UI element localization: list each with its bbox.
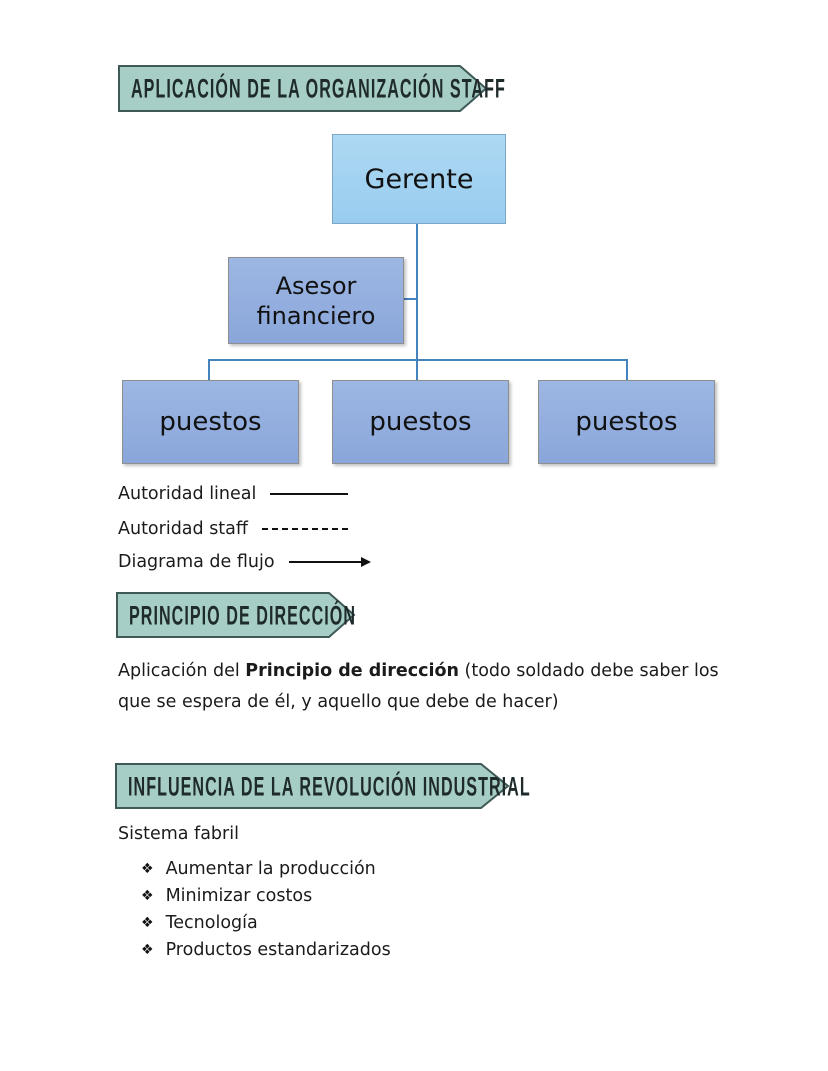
- legend-row-autoridad-staff: Autoridad staff: [118, 518, 348, 540]
- section-banner-industrial: INFLUENCIA DE LA REVOLUCIÓN INDUSTRIAL: [115, 763, 530, 809]
- banner-staff-title: APLICACIÓN DE LA ORGANIZACIÓN STAFF: [131, 72, 506, 104]
- legend-row-autoridad-lineal: Autoridad lineal: [118, 483, 349, 505]
- org-box-puestos-1-label: puestos: [159, 407, 262, 437]
- section-banner-direccion: PRINCIPIO DE DIRECCIÓN: [116, 592, 356, 638]
- org-box-puestos-2-label: puestos: [369, 407, 472, 437]
- direccion-paragraph-suffix: (todo soldado debe saber los que se espe…: [118, 661, 719, 712]
- legend-label-autoridad-staff: Autoridad staff: [118, 519, 248, 539]
- connector-stub-left: [208, 359, 210, 380]
- connector-stub-right: [626, 359, 628, 380]
- sistema-fabril-list: ❖ Aumentar la producción ❖ Minimizar cos…: [141, 859, 391, 967]
- org-box-asesor-label: Asesor financiero: [256, 271, 376, 330]
- list-item-label: Minimizar costos: [165, 886, 313, 906]
- connector-horizontal-span: [208, 359, 628, 361]
- direccion-paragraph-prefix: Aplicación del: [118, 661, 246, 681]
- banner-arrow-shape: [118, 65, 488, 112]
- legend-line-arrow: [288, 557, 371, 567]
- direccion-paragraph-bold: Principio de dirección: [245, 661, 459, 681]
- org-box-gerente: Gerente: [332, 134, 506, 224]
- legend-row-diagrama-flujo: Diagrama de flujo: [118, 551, 371, 573]
- org-box-asesor-financiero: Asesor financiero: [228, 257, 404, 344]
- banner-arrow-shape: [115, 763, 510, 809]
- legend-label-autoridad-lineal: Autoridad lineal: [118, 484, 257, 504]
- org-box-puestos-3-label: puestos: [575, 407, 678, 437]
- legend-line-solid: [270, 493, 349, 495]
- connector-staff-link: [402, 298, 417, 300]
- list-item-label: Productos estandarizados: [165, 940, 391, 960]
- list-item: ❖ Aumentar la producción: [141, 859, 391, 879]
- org-box-gerente-label: Gerente: [364, 163, 474, 195]
- sistema-fabril-heading: Sistema fabril: [118, 824, 239, 844]
- org-box-puestos-2: puestos: [332, 380, 509, 464]
- banner-industrial-title: INFLUENCIA DE LA REVOLUCIÓN INDUSTRIAL: [128, 770, 531, 801]
- diamond-bullet-icon: ❖: [141, 942, 154, 958]
- direccion-paragraph: Aplicación del Principio de dirección (t…: [118, 656, 746, 717]
- legend-label-diagrama-flujo: Diagrama de flujo: [118, 552, 275, 572]
- org-box-puestos-3: puestos: [538, 380, 715, 464]
- org-box-puestos-1: puestos: [122, 380, 299, 464]
- list-item-label: Aumentar la producción: [165, 859, 376, 879]
- legend-line-dashed: [261, 528, 348, 530]
- list-item-label: Tecnología: [165, 913, 258, 933]
- banner-arrow-shape: [116, 592, 356, 638]
- diamond-bullet-icon: ❖: [141, 915, 154, 931]
- list-item: ❖ Minimizar costos: [141, 886, 391, 906]
- connector-vertical-main: [416, 222, 418, 380]
- section-banner-staff: APLICACIÓN DE LA ORGANIZACIÓN STAFF: [118, 65, 505, 112]
- diamond-bullet-icon: ❖: [141, 861, 154, 877]
- banner-direccion-title: PRINCIPIO DE DIRECCIÓN: [129, 599, 357, 630]
- list-item: ❖ Tecnología: [141, 913, 391, 933]
- diamond-bullet-icon: ❖: [141, 888, 154, 904]
- list-item: ❖ Productos estandarizados: [141, 940, 391, 960]
